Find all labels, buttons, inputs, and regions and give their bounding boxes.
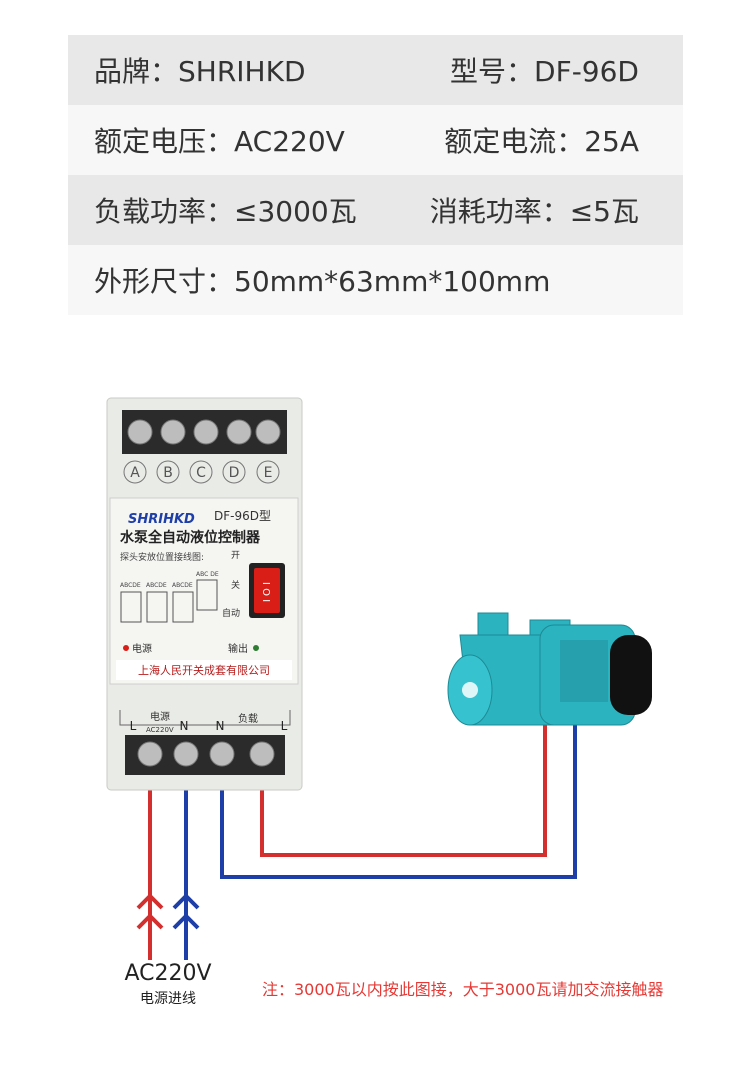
- top-terminal-labels: A B C D E: [123, 460, 280, 484]
- load-label: 负载: [238, 712, 258, 725]
- terminal-b-label: B: [163, 465, 173, 481]
- terminal-n-label: N: [180, 719, 189, 733]
- spec-row: 品牌：SHRIHKD 型号：DF-96D: [68, 35, 683, 105]
- output-led-label: 输出: [228, 642, 248, 655]
- power-label: 电源: [150, 710, 170, 723]
- wire-live-load: [260, 720, 547, 857]
- power-led-icon: [123, 645, 129, 651]
- arrow-live-icon: [136, 893, 164, 930]
- bottom-terminal-screws: [137, 741, 275, 767]
- controller-device: A B C D E SHRIHKD DF-96D型 水泵全自动液位控制器 探头安…: [106, 397, 303, 791]
- spec-row: 外形尺寸：50mm*63mm*100mm: [68, 245, 683, 315]
- spec-row: 额定电压：AC220V 额定电流：25A: [68, 105, 683, 175]
- diagram-label: ABCDE: [146, 582, 167, 589]
- wiring-diagram: A B C D E SHRIHKD DF-96D型 水泵全自动液位控制器 探头安…: [106, 397, 652, 960]
- probe-label: 探头安放位置接线图:: [120, 551, 204, 563]
- spec-consumption: 消耗功率：≤5瓦: [429, 195, 639, 228]
- device-model: DF-96D型: [214, 509, 271, 523]
- spec-table: 品牌：SHRIHKD 型号：DF-96D 额定电压：AC220V 额定电流：25…: [68, 35, 683, 315]
- terminal-l-label: L: [281, 719, 288, 733]
- source-voltage-label: AC220V: [124, 961, 212, 986]
- device-name: 水泵全自动液位控制器: [120, 529, 261, 546]
- terminal-d-label: D: [229, 465, 240, 481]
- probe-diagrams: ABCDE ABCDE ABCDE ABC DE: [120, 571, 219, 623]
- maker-label: 上海人民开关成套有限公司: [138, 663, 270, 677]
- device-brand: SHRIHKD: [128, 512, 195, 527]
- spec-dimensions: 外形尺寸：50mm*63mm*100mm: [94, 265, 551, 298]
- diagram-label: ABC DE: [196, 571, 219, 578]
- arrow-neutral-icon: [172, 893, 200, 930]
- terminal-n-label: N: [216, 719, 225, 733]
- svg-text:I O I: I O I: [262, 582, 273, 602]
- terminal-e-label: E: [264, 465, 273, 481]
- output-led-icon: [253, 645, 259, 651]
- terminal-c-label: C: [196, 465, 206, 481]
- spec-rated-current: 额定电流：25A: [444, 125, 639, 158]
- terminal-l-label: L: [130, 719, 137, 733]
- source-arrows: [136, 893, 200, 930]
- switch-close-label: 关: [231, 579, 240, 591]
- diagram-label: ABCDE: [120, 582, 141, 589]
- bottom-terminal-letters: L N N L: [130, 719, 288, 733]
- diagram-label: ABCDE: [172, 582, 193, 589]
- wire-neutral-load: [220, 720, 577, 879]
- spec-row: 负载功率：≤3000瓦 消耗功率：≤5瓦: [68, 175, 683, 245]
- top-terminal-screws: [127, 419, 281, 445]
- spec-brand: 品牌：SHRIHKD: [94, 55, 306, 88]
- source-label: 电源进线: [140, 991, 196, 1007]
- power-led-label: 电源: [132, 642, 152, 655]
- wires: [148, 720, 577, 960]
- terminal-a-label: A: [130, 465, 140, 481]
- switch-open-label: 开: [231, 550, 240, 561]
- spec-load-power: 负载功率：≤3000瓦: [94, 195, 357, 228]
- spec-model: 型号：DF-96D: [450, 55, 639, 88]
- rocker-switch[interactable]: I O I: [249, 563, 285, 618]
- water-pump-icon: [447, 612, 652, 726]
- spec-rated-voltage: 额定电压：AC220V: [94, 125, 345, 158]
- power-voltage-label: AC220V: [146, 726, 174, 734]
- switch-auto-label: 自动: [222, 607, 240, 619]
- wiring-note: 注：3000瓦以内按此图接，大于3000瓦请加交流接触器: [262, 980, 664, 999]
